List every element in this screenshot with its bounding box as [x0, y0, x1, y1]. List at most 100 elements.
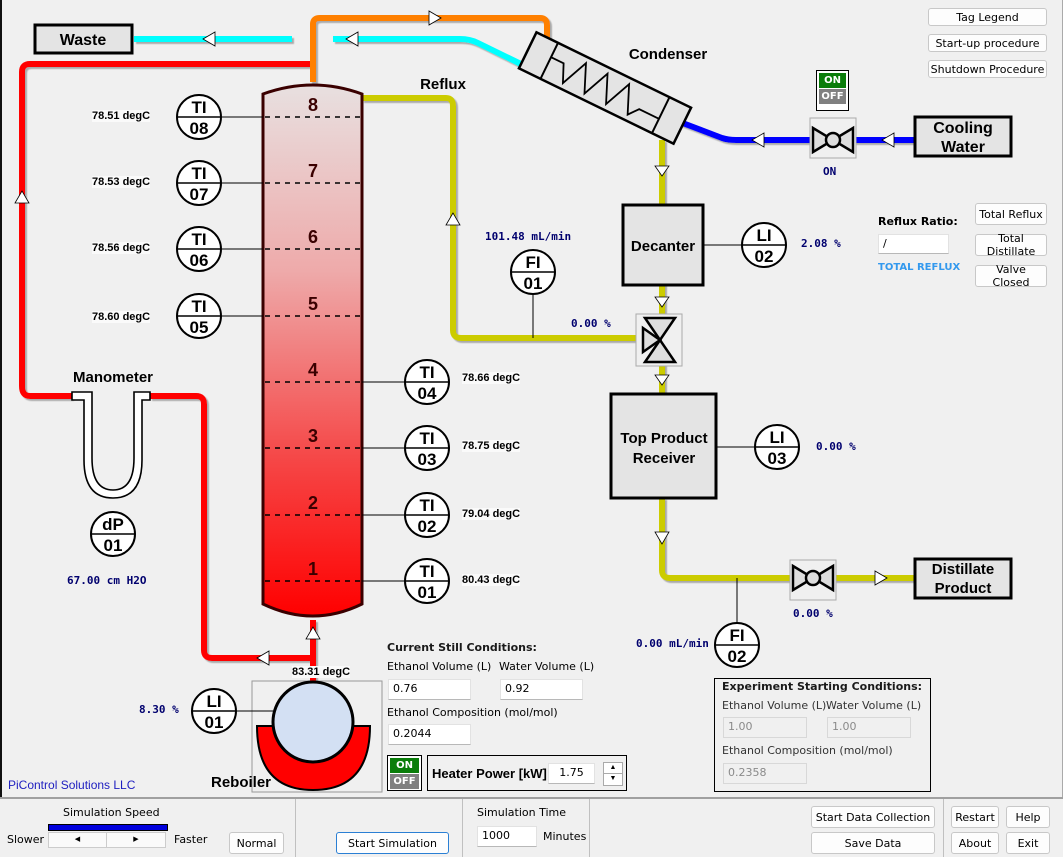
instrument-type: FI: [729, 626, 744, 645]
ti04-value: 78.66 degC: [462, 372, 521, 384]
speed-faster-arrow-icon[interactable]: ▶: [133, 836, 139, 843]
sim-time-field[interactable]: 1000: [477, 826, 537, 847]
ti06-value: 78.56 degC: [92, 242, 151, 254]
start-ethanol-volume-label: Ethanol Volume (L): [722, 699, 827, 712]
heater-on-button[interactable]: ON: [390, 758, 419, 774]
speed-slower-arrow-icon[interactable]: ◀: [49, 833, 107, 847]
instrument-number: 07: [190, 185, 209, 204]
help-button[interactable]: Help: [1006, 806, 1050, 828]
equipment-boxes: [33, 23, 1013, 600]
heater-power-spinner[interactable]: ▲ ▼: [603, 762, 623, 786]
arrow-cooling-1: [751, 132, 765, 148]
instrument-number: 02: [755, 247, 774, 266]
cooling-water-on-button[interactable]: ON: [819, 73, 846, 89]
cooling-water-valve[interactable]: [809, 117, 857, 159]
about-button[interactable]: About: [951, 832, 999, 854]
waste-box: [33, 23, 134, 55]
start-ethanol-volume-field: 1.00: [723, 717, 807, 738]
cooling-water-switch[interactable]: ON OFF: [816, 70, 849, 111]
heater-switch[interactable]: ON OFF: [387, 755, 422, 791]
sim-speed-scrollbar[interactable]: ◀ ▶: [48, 832, 166, 848]
reflux-valve[interactable]: [635, 313, 683, 367]
instrument-type: TI: [419, 496, 434, 515]
top-receiver-box: [609, 392, 718, 500]
arrow-reboiler-up: [305, 626, 321, 640]
tag-legend-button[interactable]: Tag Legend: [928, 8, 1047, 26]
faster-label: Faster: [174, 833, 208, 846]
spinner-up-icon[interactable]: ▲: [604, 763, 622, 774]
arrow-cooling-2: [881, 132, 895, 148]
valve-closed-button[interactable]: Valve Closed: [975, 263, 1047, 289]
total-reflux-button[interactable]: Total Reflux: [975, 203, 1047, 225]
reflux-valve-value: 0.00 %: [571, 317, 611, 330]
reflux-ratio-input[interactable]: /: [878, 234, 949, 254]
heater-power-field[interactable]: 1.75: [548, 763, 595, 784]
distillate-line: [659, 498, 915, 581]
instrument-type: TI: [419, 562, 434, 581]
ti01-value: 80.43 degC: [462, 574, 521, 586]
instrument-number: 08: [190, 119, 209, 138]
heater-off-button[interactable]: OFF: [390, 774, 419, 789]
decanter-label: Decanter: [631, 238, 695, 255]
starting-conditions-title: Experiment Starting Conditions:: [722, 680, 923, 693]
save-data-button[interactable]: Save Data: [811, 832, 935, 854]
total-distillate-button[interactable]: Total Distillate: [975, 232, 1047, 258]
instrument-dp01[interactable]: dP 01: [90, 511, 136, 557]
distillate-valve-value: 0.00 %: [793, 607, 833, 620]
shutdown-procedure-button[interactable]: Shutdown Procedure: [928, 60, 1047, 78]
arrow-overhead: [428, 10, 442, 26]
arrow-waste-2: [345, 31, 359, 47]
ti08-value: 78.51 degC: [92, 110, 151, 122]
condenser-label: Condenser: [629, 46, 708, 63]
instrument-ti08[interactable]: TI 08: [176, 94, 222, 140]
sim-speed-label: Simulation Speed: [63, 806, 160, 819]
vapor-line-top: [19, 61, 313, 399]
stage-number-1: 1: [308, 559, 318, 579]
start-water-volume-label: Water Volume (L): [826, 699, 922, 712]
fi02-value: 0.00 mL/min: [636, 637, 709, 650]
process-diagram: TI08TI07TI06TI05TI04TI03TI02TI01FI01FI02…: [14, 10, 1013, 793]
still-water-volume-field[interactable]: 0.92: [500, 679, 583, 700]
normal-speed-button[interactable]: Normal: [229, 832, 284, 854]
start-data-collection-button[interactable]: Start Data Collection: [811, 806, 935, 828]
instrument-number: 05: [190, 318, 209, 337]
instrument-number: 02: [418, 517, 437, 536]
stage-number-6: 6: [308, 227, 318, 247]
exit-button[interactable]: Exit: [1006, 832, 1050, 854]
distillate-valve[interactable]: [789, 559, 837, 601]
cooling-water-box: [913, 115, 1013, 158]
instrument-number: 01: [104, 536, 123, 555]
instrument-type: TI: [191, 98, 206, 117]
restart-button[interactable]: Restart: [951, 806, 999, 828]
still-composition-field[interactable]: 0.2044: [388, 724, 471, 745]
distillate-label-2: Product: [935, 580, 992, 597]
spinner-down-icon[interactable]: ▼: [609, 775, 617, 782]
stage-number-4: 4: [308, 360, 318, 380]
start-simulation-button[interactable]: Start Simulation: [336, 832, 449, 854]
startup-procedure-button[interactable]: Start-up procedure: [928, 34, 1047, 52]
ti02-value: 79.04 degC: [462, 508, 521, 520]
waste-label: Waste: [60, 32, 107, 49]
stage-number-8: 8: [308, 95, 318, 115]
arrow-reflux-up: [445, 212, 461, 226]
instrument-type: dP: [102, 515, 124, 534]
cooling-water-off-button[interactable]: OFF: [819, 89, 846, 104]
vapor-line-bottom: [150, 393, 313, 661]
instrument-ti02[interactable]: TI 02: [404, 492, 450, 538]
reflux-label: Reflux: [420, 76, 467, 93]
still-ethanol-volume-field[interactable]: 0.76: [388, 679, 471, 700]
instrument-number: 01: [205, 713, 224, 732]
instrument-type: FI: [525, 253, 540, 272]
arrow-vapor-up: [14, 190, 30, 204]
